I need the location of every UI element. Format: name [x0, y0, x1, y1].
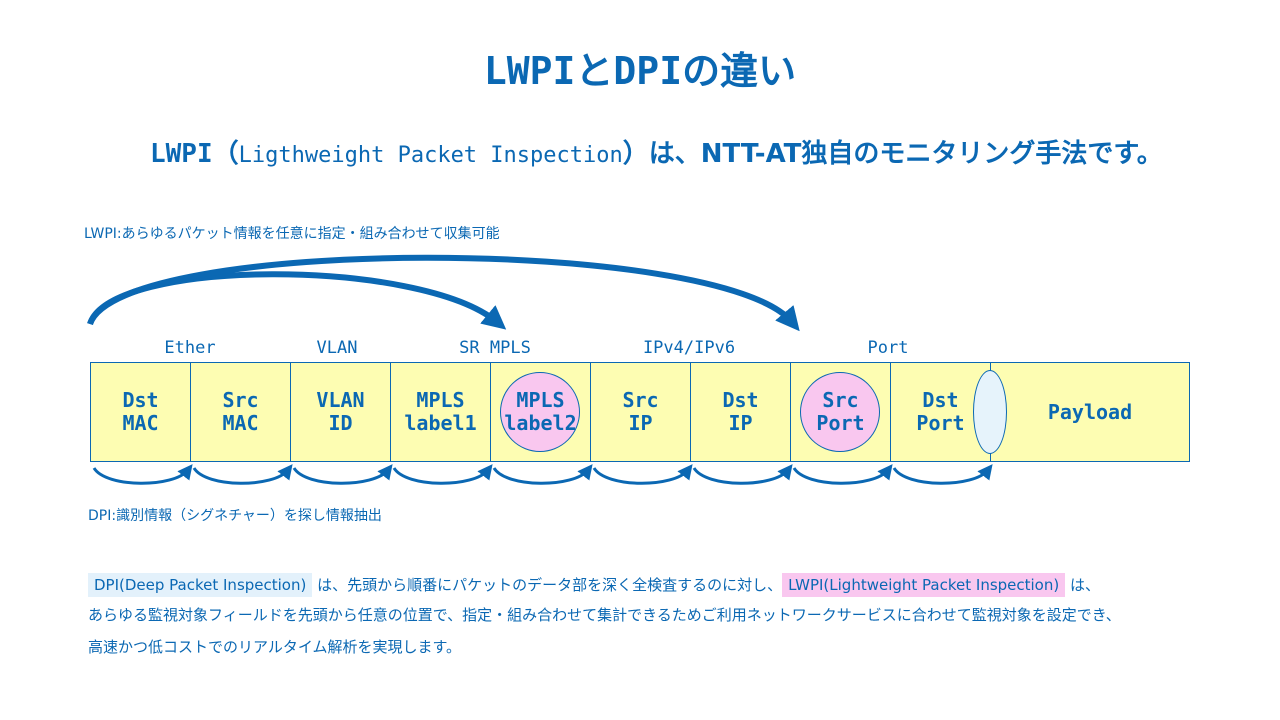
field-label: Payload — [1047, 399, 1133, 424]
group-label-sr-mpls: SR MPLS — [459, 338, 531, 358]
field-src-port: Src Port — [791, 363, 891, 461]
field-dst-ip: Dst IP — [691, 363, 791, 461]
subtitle-close-paren: ） — [622, 139, 649, 169]
subtitle-open-paren: （ — [212, 139, 239, 169]
subtitle-tail: は、NTT-AT独自のモニタリング手法です。 — [648, 139, 1163, 169]
dpi-step-arrow — [292, 464, 393, 485]
field-label: Src Port — [816, 388, 865, 435]
dpi-step-arrow — [692, 464, 793, 485]
dpi-step-arrow — [92, 464, 193, 485]
group-label-ether: Ether — [164, 338, 216, 358]
dpi-step-arrow — [192, 464, 293, 485]
field-label: Dst Port — [916, 388, 965, 435]
highlight-circle — [500, 372, 580, 452]
paragraph-line-1: DPI(Deep Packet Inspection) は、先頭から順番にパケッ… — [88, 573, 1101, 597]
field-vlan-id: VLAN ID — [291, 363, 391, 461]
dpi-step-arrow — [892, 464, 993, 485]
highlight-circle — [800, 372, 880, 452]
field-label: Src IP — [622, 388, 659, 435]
lwpi-note: LWPI:あらゆるパケット情報を任意に指定・組み合わせて収集可能 — [84, 226, 500, 242]
field-src-mac: Src MAC — [191, 363, 291, 461]
subtitle: LWPI（Ligthweight Packet Inspection）は、NTT… — [150, 133, 1163, 170]
dpi-step-arrow — [792, 464, 893, 485]
paragraph-line-2: あらゆる監視対象フィールドを先頭から任意の位置で、指定・組み合わせて集計できるた… — [88, 606, 1121, 624]
lwpi-arrow-to-mpls-label2 — [87, 271, 507, 330]
dpi-note: DPI:識別情報（シグネチャー）を探し情報抽出 — [88, 508, 382, 524]
field-label: Dst MAC — [122, 388, 159, 435]
subtitle-lead: LWPI — [150, 139, 213, 169]
field-mpls-label1: MPLS label1 — [391, 363, 491, 461]
paragraph-line-3: 高速かつ低コストでのリアルタイム解析を実現します。 — [88, 638, 462, 656]
field-payload: Payload — [991, 363, 1189, 461]
dpi-sequential-arrows — [92, 464, 993, 485]
field-label: Src MAC — [222, 388, 259, 435]
dpi-position-marker — [973, 370, 1007, 454]
field-label: MPLS label1 — [404, 388, 477, 435]
field-label: Dst IP — [722, 388, 759, 435]
dpi-term: DPI(Deep Packet Inspection) — [88, 573, 313, 597]
field-label: VLAN ID — [316, 388, 365, 435]
field-label: MPLS label2 — [504, 388, 577, 435]
paragraph-line-1-mid: は、先頭から順番にパケットのデータ部を深く全検査するのに対し、 — [317, 576, 783, 594]
group-label-ip: IPv4/IPv6 — [642, 338, 736, 358]
packet-fields: Dst MAC Src MAC VLAN ID MPLS label1 MPLS… — [90, 362, 1190, 462]
page-title: LWPIとDPIの違い — [483, 49, 797, 93]
lwpi-term: LWPI(Lightweight Packet Inspection) — [782, 573, 1066, 597]
subtitle-expansion: Ligthweight Packet Inspection — [238, 143, 623, 168]
group-label-vlan: VLAN — [316, 338, 358, 358]
dpi-step-arrow — [392, 464, 493, 485]
dpi-step-arrow — [592, 464, 693, 485]
field-src-ip: Src IP — [591, 363, 691, 461]
lwpi-arrow-to-src-port — [87, 254, 800, 332]
group-label-port: Port — [867, 338, 909, 358]
field-dst-mac: Dst MAC — [91, 363, 191, 461]
dpi-step-arrow — [492, 464, 593, 485]
field-mpls-label2: MPLS label2 — [491, 363, 591, 461]
paragraph-line-1-end: は、 — [1070, 576, 1101, 594]
